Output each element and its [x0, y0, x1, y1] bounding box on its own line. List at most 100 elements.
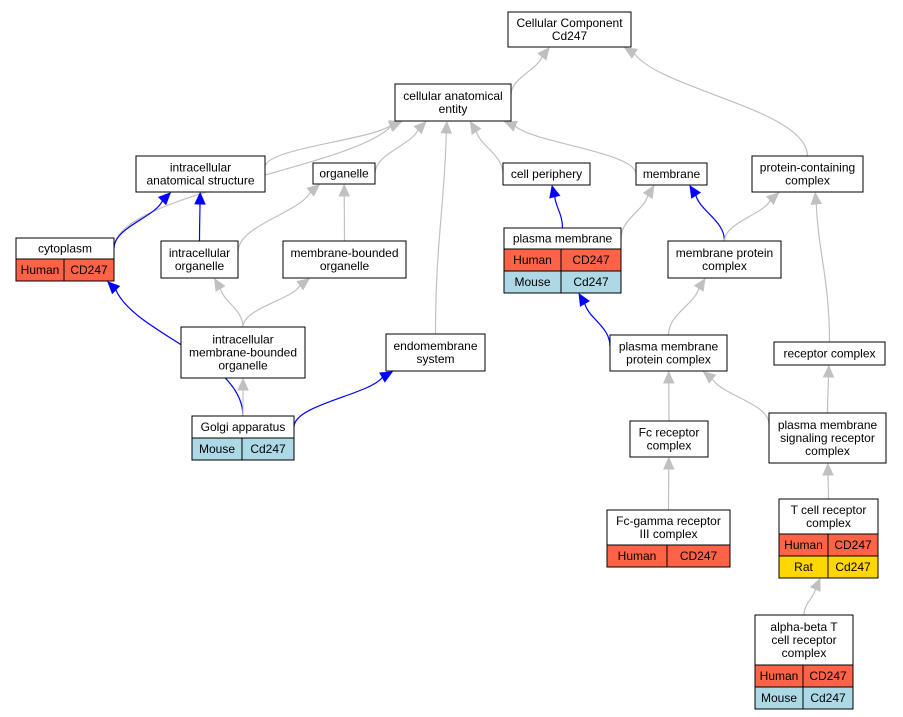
node-box [667, 240, 782, 279]
edge-alpha-beta-t-cell-receptor-complex-to-t-cell-receptor-complex [803, 577, 821, 616]
species-label: Human [618, 549, 657, 563]
edge-protein-containing-complex-to-cellular-component [623, 47, 809, 157]
gene-label: CD247 [809, 669, 847, 683]
node-receptor-complex[interactable]: receptor complex [773, 341, 886, 366]
species-label: Human [784, 538, 823, 552]
edge-line [434, 132, 447, 335]
node-box [507, 11, 632, 48]
node-box [635, 162, 708, 186]
node-box [180, 326, 306, 379]
edge-arrowhead [702, 371, 717, 384]
gene-cell [666, 544, 731, 568]
edge-line [711, 378, 770, 425]
edge-line [554, 196, 564, 229]
edge-plasma-membrane-protein-complex-to-membrane-protein-complex [667, 277, 706, 336]
gene-label: CD247 [680, 549, 718, 563]
edge-t-cell-receptor-complex-to-plasma-membrane-signaling-receptor-complex [822, 462, 834, 500]
node-box [754, 614, 854, 666]
node-box [773, 341, 886, 366]
edge-arrowhead [214, 277, 226, 292]
gene-label: Cd247 [250, 442, 286, 456]
gene-label: Cd247 [573, 275, 609, 289]
edge-fc-receptor-complex-to-plasma-membrane-protein-complex [662, 370, 675, 422]
edge-intracellular-organelle-to-organelle [237, 184, 320, 253]
edge-line [237, 191, 312, 253]
node-label-line: complex [647, 439, 692, 453]
edge-line [219, 288, 244, 328]
node-label-line: membrane [643, 167, 701, 181]
gene-cell [560, 270, 622, 294]
species-label: Mouse [199, 442, 235, 456]
species-label: Human [760, 669, 799, 683]
node-box [778, 498, 879, 535]
edge-arrowhead [237, 377, 249, 391]
node-organelle[interactable]: organelle [312, 162, 376, 185]
gene-cell [827, 555, 879, 579]
species-label: Human [21, 263, 60, 277]
edge-arrowhead [662, 370, 675, 384]
edge-arrowhead [766, 192, 780, 205]
edge-line [264, 124, 391, 168]
edge-arrowhead [379, 371, 394, 383]
node-label-line: organelle [218, 359, 268, 373]
edge-intracellular-organelle-to-intracellular-anatomical-structure [194, 191, 206, 242]
edge-line [374, 129, 419, 174]
node-label-line: organelle [175, 259, 225, 273]
node-label-line: Cellular Component [516, 16, 623, 30]
edge-line [475, 131, 504, 175]
edge-receptor-complex-to-protein-containing-complex [810, 191, 831, 343]
edge-arrowhead [107, 281, 121, 295]
edge-cytoplasm-to-intracellular-anatomical-structure [113, 192, 172, 249]
edge-plasma-membrane-protein-complex-to-plasma-membrane [578, 292, 611, 347]
edge-arrowhead [578, 292, 590, 307]
edge-line [723, 199, 771, 242]
node-label-line: cell receptor [771, 633, 836, 647]
node-box [135, 155, 266, 193]
edge-line [242, 285, 301, 328]
node-box [282, 240, 407, 279]
gene-label: Cd247 [835, 560, 871, 574]
node-label-line: intracellular [170, 161, 231, 175]
edge-plasma-membrane-signaling-receptor-complex-to-plasma-membrane-protein-complex [702, 371, 770, 425]
edge-line [510, 56, 543, 96]
node-label-line: complex [805, 444, 850, 458]
edge-arrowhead [810, 191, 823, 205]
node-label-line: cytoplasm [38, 242, 92, 256]
edge-plasma-membrane-signaling-receptor-complex-to-receptor-complex [822, 364, 835, 414]
node-label-line: membrane-bounded [290, 246, 398, 260]
node-cell-periphery[interactable]: cell periphery [502, 162, 591, 186]
node-label-line: protein complex [626, 353, 711, 367]
edge-arrowhead [537, 47, 550, 61]
node-box [629, 420, 709, 458]
edge-arrowhead [503, 120, 518, 132]
edge-arrowhead [662, 456, 675, 470]
node-label-line: plasma membrane [513, 232, 613, 246]
node-label-line: cell periphery [511, 167, 582, 181]
node-membrane[interactable]: membrane [635, 162, 708, 186]
node-box [160, 240, 239, 279]
edge-line [633, 53, 809, 157]
species-label: Mouse [761, 691, 797, 705]
node-label-line: organelle [320, 259, 370, 273]
edge-line [803, 588, 817, 616]
edge-arrowhead [693, 277, 706, 292]
